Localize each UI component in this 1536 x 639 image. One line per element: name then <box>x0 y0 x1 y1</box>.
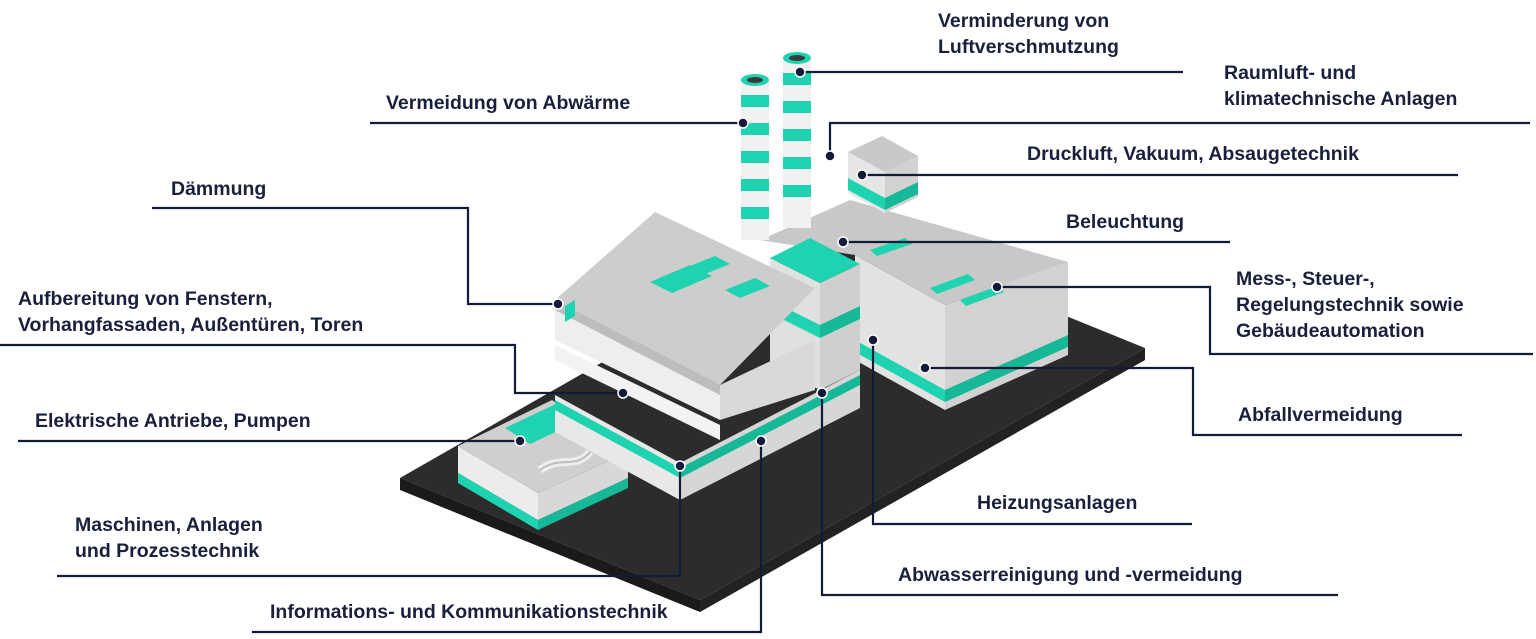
leader-heizung <box>871 340 1192 526</box>
leader-raum <box>828 121 1530 155</box>
leader-daemmung <box>152 206 558 306</box>
leader-fenster <box>0 343 623 395</box>
label-fenster-line-2: Vorhangfassaden, Außentüren, Toren <box>18 314 364 336</box>
label-heizung: Heizungsanlagen <box>977 492 1138 514</box>
leader-lines <box>0 70 1533 634</box>
label-beleuchtung: Beleuchtung <box>1066 211 1185 233</box>
leader-maschinen <box>57 466 682 578</box>
label-raum-line-1: Raumluft- und <box>1224 62 1357 84</box>
leader-ikt <box>252 441 763 634</box>
label-maschinen-line-2: und Prozesstechnik <box>75 540 260 562</box>
leader-abwasser <box>820 393 1338 597</box>
chimney-left <box>741 74 769 240</box>
label-abwasser: Abwasserreinigung und -vermeidung <box>898 564 1243 586</box>
label-raum-line-2: klimatechnische Anlagen <box>1224 88 1458 110</box>
label-maschinen-line-1: Maschinen, Anlagen <box>75 514 263 536</box>
annex-building <box>458 400 628 530</box>
label-luftverschmutzung: Verminderung von Luftverschmutzung <box>938 8 1119 60</box>
leader-abfall <box>925 366 1462 437</box>
label-mess-line-1: Mess-, Steuer-, <box>1236 268 1375 290</box>
label-daemmung: Dämmung <box>171 178 267 200</box>
main-upper-block <box>555 212 815 440</box>
label-fenster-line-1: Aufbereitung von Fenstern, <box>18 288 273 310</box>
label-druckluft: Druckluft, Vakuum, Absaugetechnik <box>1027 143 1359 165</box>
label-abfallvermeidung: Abfallvermeidung <box>1238 404 1403 426</box>
main-lower-block <box>555 370 860 500</box>
leader-mess <box>997 285 1533 356</box>
label-abwaerme: Vermeidung von Abwärme <box>386 92 631 114</box>
label-fenster: Aufbereitung von Fenstern, Vorhangfassad… <box>18 286 363 338</box>
label-ikt: Informations- und Kommunikationstechnik <box>270 601 668 623</box>
endpoint-dots <box>514 66 1003 472</box>
label-antriebe: Elektrische Antriebe, Pumpen <box>35 410 311 432</box>
label-raumluft: Raumluft- und klimatechnische Anlagen <box>1224 60 1457 112</box>
label-mess-line-3: Gebäudeautomation <box>1236 320 1425 342</box>
label-mess-line-2: Regelungstechnik sowie <box>1236 294 1464 316</box>
label-maschinen: Maschinen, Anlagen und Prozesstechnik <box>75 512 263 564</box>
chimney-right <box>783 52 811 228</box>
rooftop-unit <box>848 136 918 213</box>
label-luft-line-1: Verminderung von <box>938 10 1110 32</box>
label-mess-steuer: Mess-, Steuer-, Regelungstechnik sowie G… <box>1236 266 1464 344</box>
label-luft-line-2: Luftverschmutzung <box>938 36 1119 58</box>
